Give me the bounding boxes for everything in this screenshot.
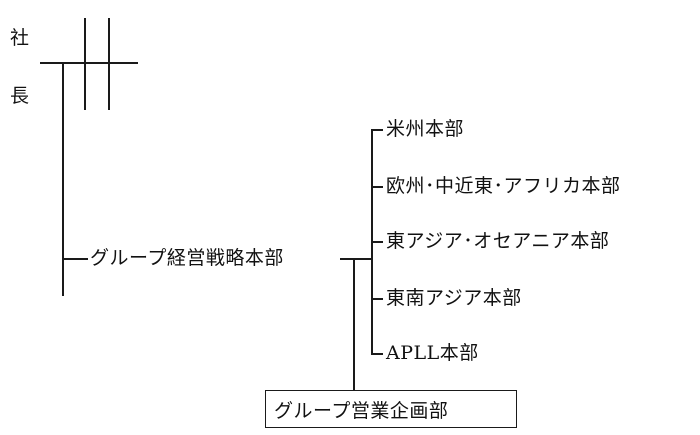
president-connector-horizontal — [40, 62, 138, 64]
president-label-char-1: 社 — [10, 27, 30, 49]
planning-dept-box: グループ営業企画部 — [265, 390, 517, 428]
region-branch-5 — [371, 353, 383, 355]
region-label-apll: APLL本部 — [386, 342, 479, 364]
region-branch-2 — [371, 186, 383, 188]
region-branch-1 — [371, 129, 383, 131]
planning-dept-connector — [353, 258, 355, 390]
region-label-southeast-asia: 東南アジア本部 — [386, 287, 522, 309]
president-tick-left — [84, 18, 86, 110]
region-branch-4 — [371, 298, 383, 300]
president-tick-right — [108, 18, 110, 110]
regions-connector-horizontal — [340, 258, 372, 260]
president-label-char-2: 長 — [10, 85, 30, 107]
main-division-branch — [62, 258, 88, 260]
planning-dept-label: グループ営業企画部 — [274, 399, 449, 422]
main-division-label: グループ経営戦略本部 — [90, 247, 284, 269]
region-label-emea: 欧州･中近東･アフリカ本部 — [386, 175, 621, 197]
region-branch-3 — [371, 241, 383, 243]
region-label-americas: 米州本部 — [386, 118, 465, 140]
president-trunk-line — [62, 62, 64, 296]
region-label-east-asia-oceania: 東アジア･オセアニア本部 — [386, 230, 610, 252]
